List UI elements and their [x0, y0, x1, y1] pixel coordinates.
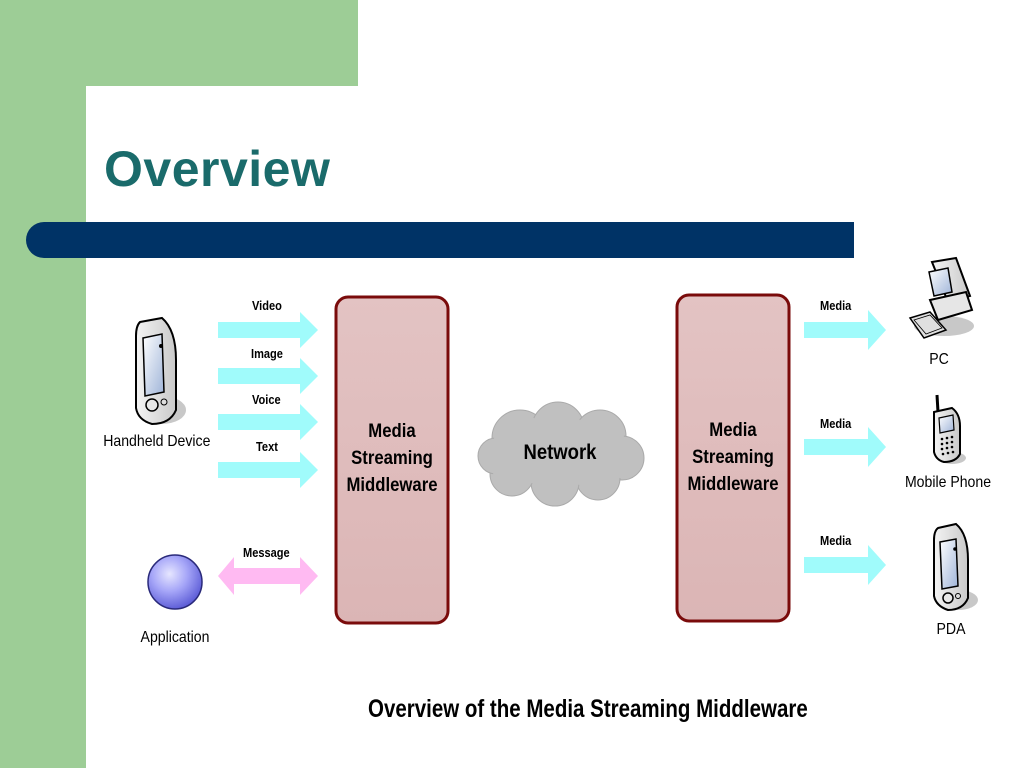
media-arrow-phone [804, 427, 886, 467]
message-double-arrow [218, 557, 318, 595]
network-label: Network [523, 441, 597, 464]
middleware-left-label: Media Streaming Middleware [343, 418, 442, 499]
image-arrow [218, 358, 318, 394]
middleware-right-box [675, 293, 791, 623]
middleware-left-line: Media [368, 421, 416, 442]
input-arrows [218, 312, 318, 488]
middleware-right-line: Middleware [687, 474, 779, 495]
pda-label: PDA [936, 621, 966, 638]
handheld-device-label: Handheld Device [103, 433, 211, 450]
title-underline-bar [26, 222, 854, 258]
message-label: Message [243, 545, 290, 560]
diagram-caption: Overview of the Media Streaming Middlewa… [368, 695, 808, 723]
network-cloud [477, 401, 645, 507]
green-side-strip [0, 0, 86, 768]
text-arrow [218, 452, 318, 488]
input-stream-label: Text [256, 439, 278, 454]
desktop-computer-icon [908, 256, 974, 339]
input-stream-label: Image [251, 346, 283, 361]
mobile-phone-icon [933, 394, 966, 464]
media-output-label: Media [820, 416, 852, 431]
pda-icon [933, 522, 978, 612]
sphere-icon [147, 554, 203, 610]
video-arrow [218, 312, 318, 348]
middleware-right-label: Media Streaming Middleware [684, 417, 783, 498]
middleware-left-line: Middleware [346, 475, 438, 496]
media-output-label: Media [820, 533, 852, 548]
slide-title: Overview [104, 141, 331, 197]
application-label: Application [140, 629, 210, 646]
input-stream-label: Video [252, 298, 282, 313]
middleware-right-line: Media [709, 420, 757, 441]
pc-label: PC [929, 351, 949, 368]
media-output-label: Media [820, 298, 852, 313]
middleware-left-box [334, 295, 450, 625]
green-top-block [0, 0, 358, 86]
middleware-right-line: Streaming [692, 447, 774, 468]
media-arrow-pda [804, 545, 886, 585]
handheld-device-icon [135, 316, 186, 426]
media-arrow-pc [804, 310, 886, 350]
input-stream-label: Voice [252, 392, 281, 407]
middleware-left-line: Streaming [351, 448, 433, 469]
voice-arrow [218, 404, 318, 440]
output-arrows [804, 310, 886, 585]
mobile-phone-label: Mobile Phone [904, 474, 992, 491]
